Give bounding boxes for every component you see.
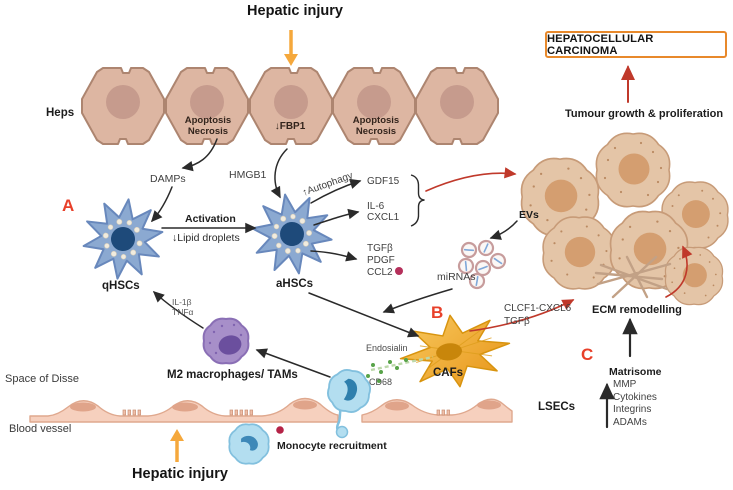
- tnfa-label: TNFα: [172, 307, 194, 317]
- ahsc-cell: [246, 187, 338, 281]
- m2-macrophage-cell: [202, 317, 250, 365]
- il1b-label: IL-1β: [172, 297, 192, 307]
- title-hepatic-injury-top: Hepatic injury: [247, 3, 343, 19]
- matrisome-item-mmp: MMP: [613, 379, 637, 390]
- evs-label: EVs: [519, 209, 539, 221]
- hepatic-injury-arrow-bottom: [170, 429, 184, 462]
- ccl2-label: CCL2: [367, 267, 393, 278]
- il6-label: IL-6: [367, 201, 385, 212]
- gdf15-label: GDF15: [367, 176, 400, 187]
- arrow-tumor-to-evs: [489, 220, 518, 240]
- title-hepatic-injury-bottom: Hepatic injury: [132, 466, 228, 482]
- matrisome-item-cytokines: Cytokines: [613, 391, 657, 403]
- hmgb1-label: HMGB1: [229, 169, 267, 181]
- transmigrating-monocyte-cell: [324, 366, 374, 439]
- cafs-label: CAFs: [433, 367, 464, 379]
- arrow-cell-to-damps: [181, 138, 218, 172]
- necrosis-text: Necrosis: [187, 126, 229, 137]
- endosialin-line: [370, 355, 434, 372]
- ecm-remodelling-label: ECM remodelling: [592, 304, 682, 316]
- panel-letter-c: C: [581, 345, 594, 364]
- apoptosis-text: Apoptosis: [184, 115, 232, 126]
- lsec-layer: [29, 397, 513, 423]
- tumour-growth-label: Tumour growth & proliferation: [565, 108, 724, 120]
- cxcl1-label: CXCL1: [367, 212, 400, 223]
- panel-letter-b: B: [431, 303, 444, 322]
- cd68-label: CD68: [369, 377, 393, 387]
- curly-brace: [410, 174, 425, 227]
- damps-label: DAMPs: [150, 173, 186, 185]
- ecm-fibers: [594, 255, 672, 299]
- fbp1-label: ↓FBP1: [274, 121, 306, 132]
- tgfb-label: TGFβ: [367, 243, 393, 254]
- hepatocyte-cell: [415, 67, 499, 145]
- necrosis-text: Necrosis: [355, 126, 397, 137]
- hepatic-injury-arrow-top: [284, 30, 298, 66]
- m2-macrophages-label: M2 macrophages/ TAMs: [167, 369, 298, 381]
- caf-cell: [399, 314, 511, 388]
- monocyte-cell: [228, 423, 270, 465]
- arrow-ecm-to-tumor: [665, 245, 693, 298]
- arrow-ahsc-to-il6: [313, 208, 360, 226]
- arrow-ahsc-to-caf: [308, 292, 420, 338]
- apoptosis-necrosis-label: Apoptosis Necrosis: [353, 115, 399, 137]
- apoptosis-necrosis-label: Apoptosis Necrosis: [185, 115, 231, 137]
- tgfb2-label: TGFβ: [504, 316, 530, 327]
- qhscs-label: qHSCs: [102, 280, 140, 292]
- qhsc-cell: [78, 193, 168, 285]
- lipid-droplets-label: ↓Lipid droplets: [172, 232, 240, 244]
- hepatocytes-row: [81, 67, 499, 145]
- ccl2-dot: [395, 267, 403, 275]
- matrisome-item-adams: ADAMs: [613, 416, 647, 428]
- heps-label: Heps: [46, 107, 75, 119]
- space-of-disse-label: Space of Disse: [5, 373, 79, 385]
- matrisome-item-integrins: Integrins: [613, 404, 652, 415]
- monocyte-dot: [276, 426, 284, 434]
- arrow-secretome-to-tumor: [425, 167, 517, 192]
- hcc-box: HEPATOCELLULAR CARCINOMA: [545, 31, 727, 58]
- tumor-cell-cluster: [520, 132, 729, 306]
- mirnas-label: miRNAs: [437, 271, 476, 283]
- autophagy-label: ↑Autophagy: [301, 170, 355, 199]
- monocyte-recruitment-label: Monocyte recruitment: [277, 440, 387, 452]
- arrow-ahsc-to-tgfb: [310, 250, 358, 262]
- hepatocyte-cell: [249, 67, 333, 145]
- ahscs-label: aHSCs: [276, 278, 314, 290]
- panel-letter-a: A: [62, 196, 75, 215]
- endosialin-label: Endosialin: [366, 343, 408, 353]
- cd68-markers: [351, 372, 366, 382]
- arrow-hmgb1-to-ahsc: [270, 148, 288, 199]
- pdgf-label: PDGF: [367, 255, 395, 266]
- lsecs-label: LSECs: [538, 401, 576, 413]
- clcf1-cxcl6-label: CLCF1-CXCL6: [504, 303, 572, 314]
- arrow-damps-to-qhsc: [151, 186, 173, 223]
- matrisome-label: Matrisome: [609, 366, 662, 378]
- activation-label: Activation: [185, 213, 236, 225]
- apoptosis-text: Apoptosis: [352, 115, 400, 126]
- blood-vessel-label: Blood vessel: [9, 423, 72, 435]
- hepatocyte-cell: [81, 67, 165, 145]
